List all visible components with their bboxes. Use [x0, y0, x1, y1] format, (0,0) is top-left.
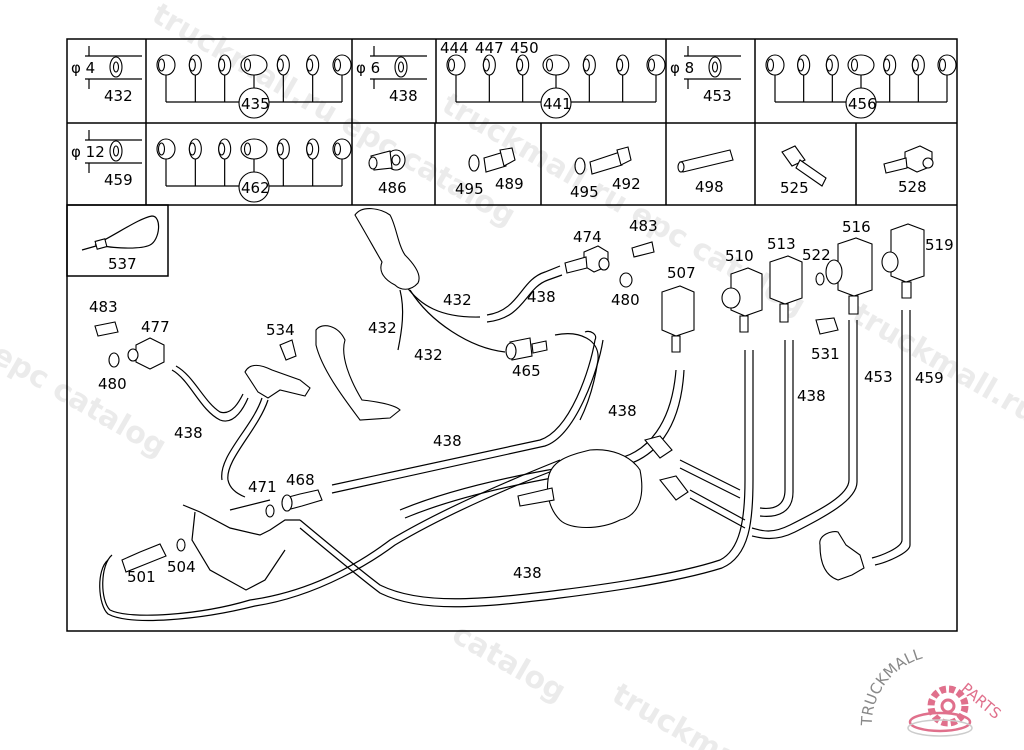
kit-part-label: 444 [440, 39, 469, 57]
fitting-kit[interactable]: 441 444 447 450 [440, 39, 666, 119]
callout: 474 [573, 228, 602, 246]
callout: 465 [512, 362, 541, 380]
kit-number: 456 [848, 95, 877, 113]
part-537[interactable]: 537 [81, 215, 160, 273]
kit-part-label: 447 [475, 39, 504, 57]
kit-number: 435 [241, 95, 270, 113]
kit-cells: 435 441 444 447 450 456 462 [156, 39, 957, 203]
logo-text-gray: TRUCKMALL [858, 645, 925, 727]
kit-part-label: 450 [510, 39, 539, 57]
callout: 432 [414, 346, 443, 364]
callout: 534 [266, 321, 295, 339]
callout: 453 [864, 368, 893, 386]
tube-part-label: 459 [104, 171, 133, 189]
fitting-kit[interactable]: 462 [156, 138, 352, 203]
diameter-label: φ 6 [356, 59, 380, 77]
callouts: 483 477 480 534 438 432 432 432 438 474 … [89, 217, 954, 586]
diameter-label: φ 12 [71, 143, 105, 161]
callout: 510 [725, 247, 754, 265]
diameter-label: φ 8 [670, 59, 694, 77]
callout: 483 [629, 217, 658, 235]
size-cell[interactable]: φ 12 459 [71, 130, 142, 189]
hoses [99, 265, 911, 622]
tube-part-label: 453 [703, 87, 732, 105]
callout: 480 [98, 375, 127, 393]
size-cell[interactable]: φ 8 453 [670, 46, 741, 105]
callout: 516 [842, 218, 871, 236]
callout: 459 [915, 369, 944, 387]
gear-icon [907, 685, 973, 737]
callout: 480 [611, 291, 640, 309]
callout: 519 [925, 236, 954, 254]
callout: 438 [608, 402, 637, 420]
part-498[interactable]: 498 [677, 149, 734, 196]
part-label: 528 [898, 178, 927, 196]
callout: 432 [368, 319, 397, 337]
part-label: 525 [780, 179, 809, 197]
callout: 438 [174, 424, 203, 442]
callout: 513 [767, 235, 796, 253]
part-label: 495 [570, 183, 599, 201]
callout: 522 [802, 246, 831, 264]
part-492[interactable]: 495 492 [570, 146, 641, 201]
fitting-kit[interactable]: 435 [156, 54, 352, 119]
size-cell[interactable]: φ 4 432 [71, 46, 142, 105]
truckmall-logo[interactable]: TRUCKMALL PARTS [858, 645, 1010, 737]
callout: 504 [167, 558, 196, 576]
part-489[interactable]: 495 489 [455, 147, 524, 198]
callout: 438 [527, 288, 556, 306]
callout: 438 [797, 387, 826, 405]
callout: 477 [141, 318, 170, 336]
part-label: 486 [378, 179, 407, 197]
tube-part-label: 432 [104, 87, 133, 105]
kit-number: 462 [241, 179, 270, 197]
part-label: 537 [108, 255, 137, 273]
frame [66, 38, 958, 632]
part-label: 498 [695, 178, 724, 196]
diameter-label: φ 4 [71, 59, 95, 77]
part-525[interactable]: 525 [780, 145, 827, 197]
tube-part-label: 438 [389, 87, 418, 105]
callout: 471 [248, 478, 277, 496]
fitting-kit[interactable]: 456 [765, 54, 957, 119]
callout: 468 [286, 471, 315, 489]
callout: 432 [443, 291, 472, 309]
part-label: 489 [495, 175, 524, 193]
main-parts [94, 208, 925, 591]
part-label: 495 [455, 180, 484, 198]
callout: 507 [667, 264, 696, 282]
part-label: 492 [612, 175, 641, 193]
callout: 483 [89, 298, 118, 316]
part-528[interactable]: 528 [883, 145, 934, 196]
kit-number: 441 [543, 95, 572, 113]
callout: 438 [433, 432, 462, 450]
callout: 501 [127, 568, 156, 586]
size-cells: φ 4 432 φ 6 438 φ 8 453 φ 12 459 [71, 46, 741, 189]
part-486[interactable]: 486 [368, 149, 407, 197]
size-cell[interactable]: φ 6 438 [356, 46, 427, 105]
callout: 438 [513, 564, 542, 582]
callout: 531 [811, 345, 840, 363]
